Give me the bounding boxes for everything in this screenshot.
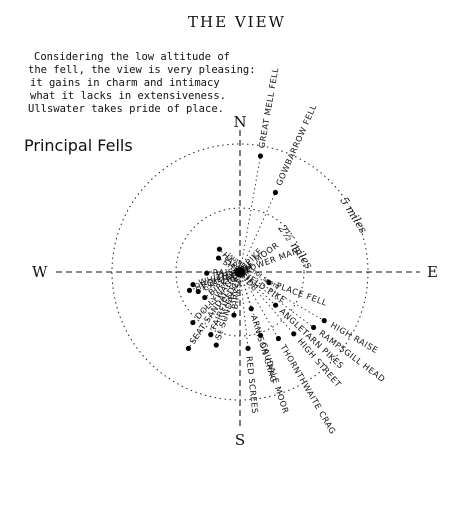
fell-label-red-screes: RED SCREES [244,356,260,415]
sight-line-birkhouse-moor [204,271,241,298]
fell-marker-st-sunday-crag [213,342,219,348]
fell-marker-hart-side [216,246,223,252]
fell-marker-helvellyn-lower-man [186,287,193,293]
fell-label-great-mell-fell: GREAT MELL FELL [256,67,280,149]
sight-line-gowbarrow-fell [239,192,276,273]
fell-marker-fairfield [208,332,214,338]
fell-marker-birks [231,312,237,318]
fell-marker-thornthwaite-crag [275,335,281,342]
fell-marker-rampsgill-head [311,324,317,331]
fell-marker-arnison-crag [248,306,254,312]
compass-east: E [427,263,438,281]
sight-line-hart-side [219,248,241,273]
distance-label-outer: 5 miles [337,195,369,236]
sight-line-fairfield [210,271,241,335]
summit-viewpoint [235,267,245,277]
intro-line: Considering the low altitude of [34,51,230,63]
fell-label-raise: RAISE [213,267,240,278]
sight-line-white-side [192,271,241,286]
fell-marker-place-fell [266,279,272,286]
fell-marker-seat-sandal [185,345,192,352]
fell-marker-angletarn-pikes [272,302,279,308]
sight-line-arnison-crag [239,271,252,309]
sight-lines [188,155,325,349]
sight-line-raise [206,271,241,274]
page-title: THE VIEW [188,13,286,31]
intro-line: Ullswater takes pride of place. [28,103,224,115]
sight-line-place-fell [239,271,270,283]
fell-markers [185,153,327,352]
compass-south: S [235,431,245,449]
sight-line-helvellyn-lower-man [189,271,241,291]
fell-marker-sheffield-pike [215,255,222,261]
fell-label-gowbarrow-fell: GOWBARROW FELL [274,103,319,187]
fell-marker-dollywaggon-pike [190,319,196,326]
fell-marker-high-street [291,331,297,337]
fell-marker-birkhouse-moor [202,294,208,301]
section-heading: Principal Fells [24,136,133,155]
sight-line-angletarn-pikes [239,271,276,306]
compass-west: W [32,263,48,281]
intro-line: what it lacks in extensiveness. [30,90,226,102]
sight-line-dollywaggon-pike [192,271,241,323]
sight-line-great-mell-fell [239,155,261,273]
fell-marker-gowbarrow-fell [272,189,279,196]
fell-marker-raise [204,270,210,276]
fell-label-birks: BIRKS [229,281,243,309]
sight-line-high-street [239,271,295,335]
sight-line-high-raise [239,271,325,322]
fell-marker-high-raise [321,318,327,324]
intro-line: it gains in charm and intimacy [30,77,220,89]
sight-line-birks [233,271,241,316]
fell-marker-red-screes [245,345,251,351]
fell-marker-caudale-moor [257,332,264,338]
intro-paragraph: Considering the low altitude of the fell… [28,51,256,115]
sight-line-catstycam [198,271,241,292]
fell-marker-catstycam [195,288,201,295]
intro-line: the fell, the view is very pleasing: [28,64,256,76]
compass-north: N [233,113,246,131]
fell-marker-white-side [190,281,196,288]
fell-marker-great-mell-fell [257,153,264,159]
